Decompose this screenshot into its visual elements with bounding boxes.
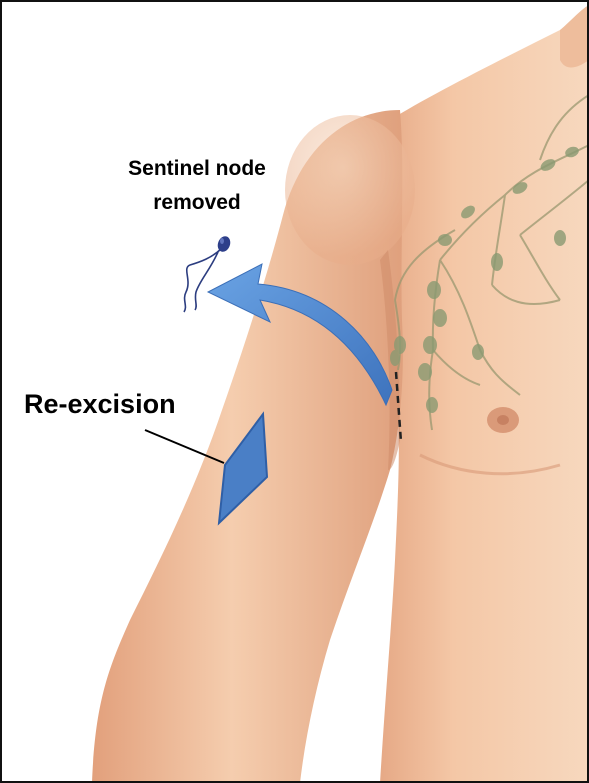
sentinel-label-line1: Sentinel node xyxy=(62,152,332,186)
neck-shape xyxy=(560,5,589,68)
sentinel-node-label: Sentinel node removed xyxy=(62,152,332,220)
torso-shape xyxy=(380,20,589,783)
sentinel-label-line2: removed xyxy=(62,186,332,220)
reexcision-label: Re-excision xyxy=(24,386,176,422)
